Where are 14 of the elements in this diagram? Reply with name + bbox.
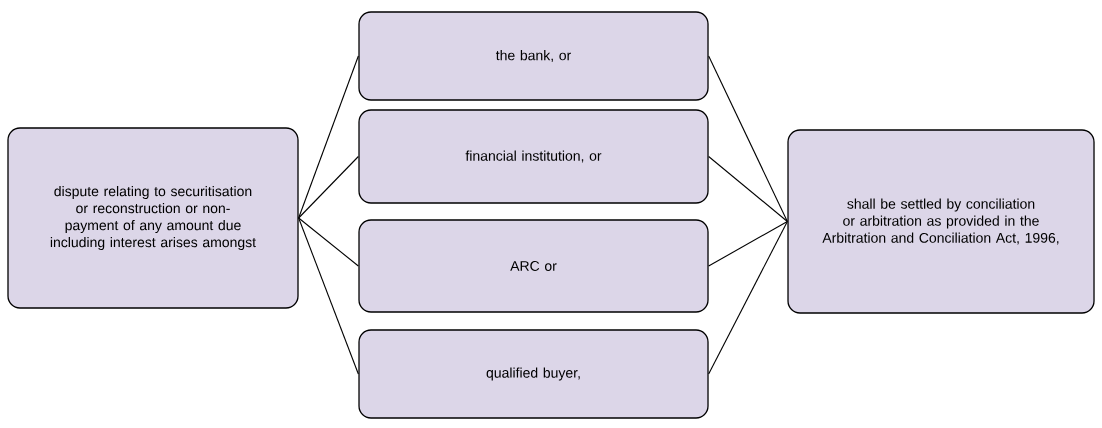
process-box: qualified buyer, xyxy=(358,329,709,419)
connector-line xyxy=(708,220,788,267)
connector-line xyxy=(298,55,359,219)
process-box: financial institution, or xyxy=(358,109,709,204)
process-box: dispute relating to securitisation or reconstruction or non-payment of any amount due including interest arises amongst xyxy=(7,127,299,309)
process-box: the bank, or xyxy=(358,11,709,101)
connector-line xyxy=(708,220,788,375)
connector-line xyxy=(298,155,359,219)
process-box: shall be settled by conciliation or arbitration as provided in the Arbitration and Conciliation Act, 1996, xyxy=(787,129,1095,314)
connector-line xyxy=(298,217,359,375)
process-box: ARC or xyxy=(358,219,709,313)
connector-line xyxy=(298,217,359,267)
connector-line xyxy=(708,155,788,223)
connector-line xyxy=(708,55,788,223)
